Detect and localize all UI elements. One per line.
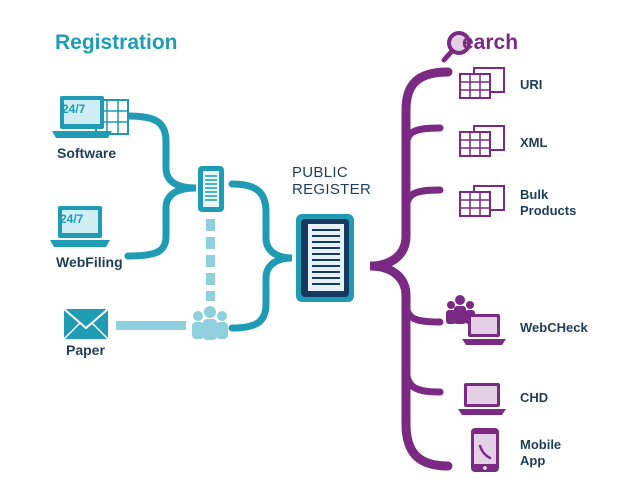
table-grid-icon-xml [459,125,505,157]
server-icon [296,214,354,302]
bulk-line2: Products [520,203,577,218]
paper-connector [116,321,186,330]
people-laptop-icon [446,295,506,345]
search-item-chd: CHD [520,390,549,405]
search-item-xml: XML [520,135,548,150]
software-label: Software [57,145,117,161]
register-brace [228,180,293,332]
public-register-line1: PUBLIC [292,164,348,181]
search-item-bulk-products: Bulk Products [520,187,576,219]
webfiling-label: WebFiling [56,254,123,270]
laptop-spreadsheet-icon [52,96,129,138]
smartphone-icon [471,428,499,472]
search-brace [369,67,453,471]
registration-title: Registration [55,31,178,54]
table-grid-icon-bulk [459,185,505,217]
registration-brace-left [124,112,197,260]
search-title-rest: earch [462,31,519,54]
mobile-line2: App [520,453,546,468]
small-server-icon [198,166,224,212]
search-magnifier-icon [441,31,471,63]
public-register-line2: REGISTER [292,181,372,198]
search-item-uri: URI [520,77,543,92]
laptop-icon [50,206,110,247]
search-branches [402,124,444,396]
paper-label: Paper [66,342,105,358]
public-register-label: PUBLIC REGISTER [292,164,371,198]
webfiling-badge: 24/7 [60,212,84,226]
envelope-icon [63,308,109,340]
search-title: earch [462,31,518,55]
search-item-mobile-app: Mobile App [520,437,561,469]
table-grid-icon-uri [459,67,505,99]
chd-laptop-icon [458,383,506,415]
mobile-line1: Mobile [520,437,562,452]
bulk-line1: Bulk [520,187,549,202]
people-group-icon [192,306,228,340]
dashed-connector [206,219,215,301]
software-badge: 24/7 [62,102,86,116]
search-item-webcheck: WebCHeck [520,320,588,335]
